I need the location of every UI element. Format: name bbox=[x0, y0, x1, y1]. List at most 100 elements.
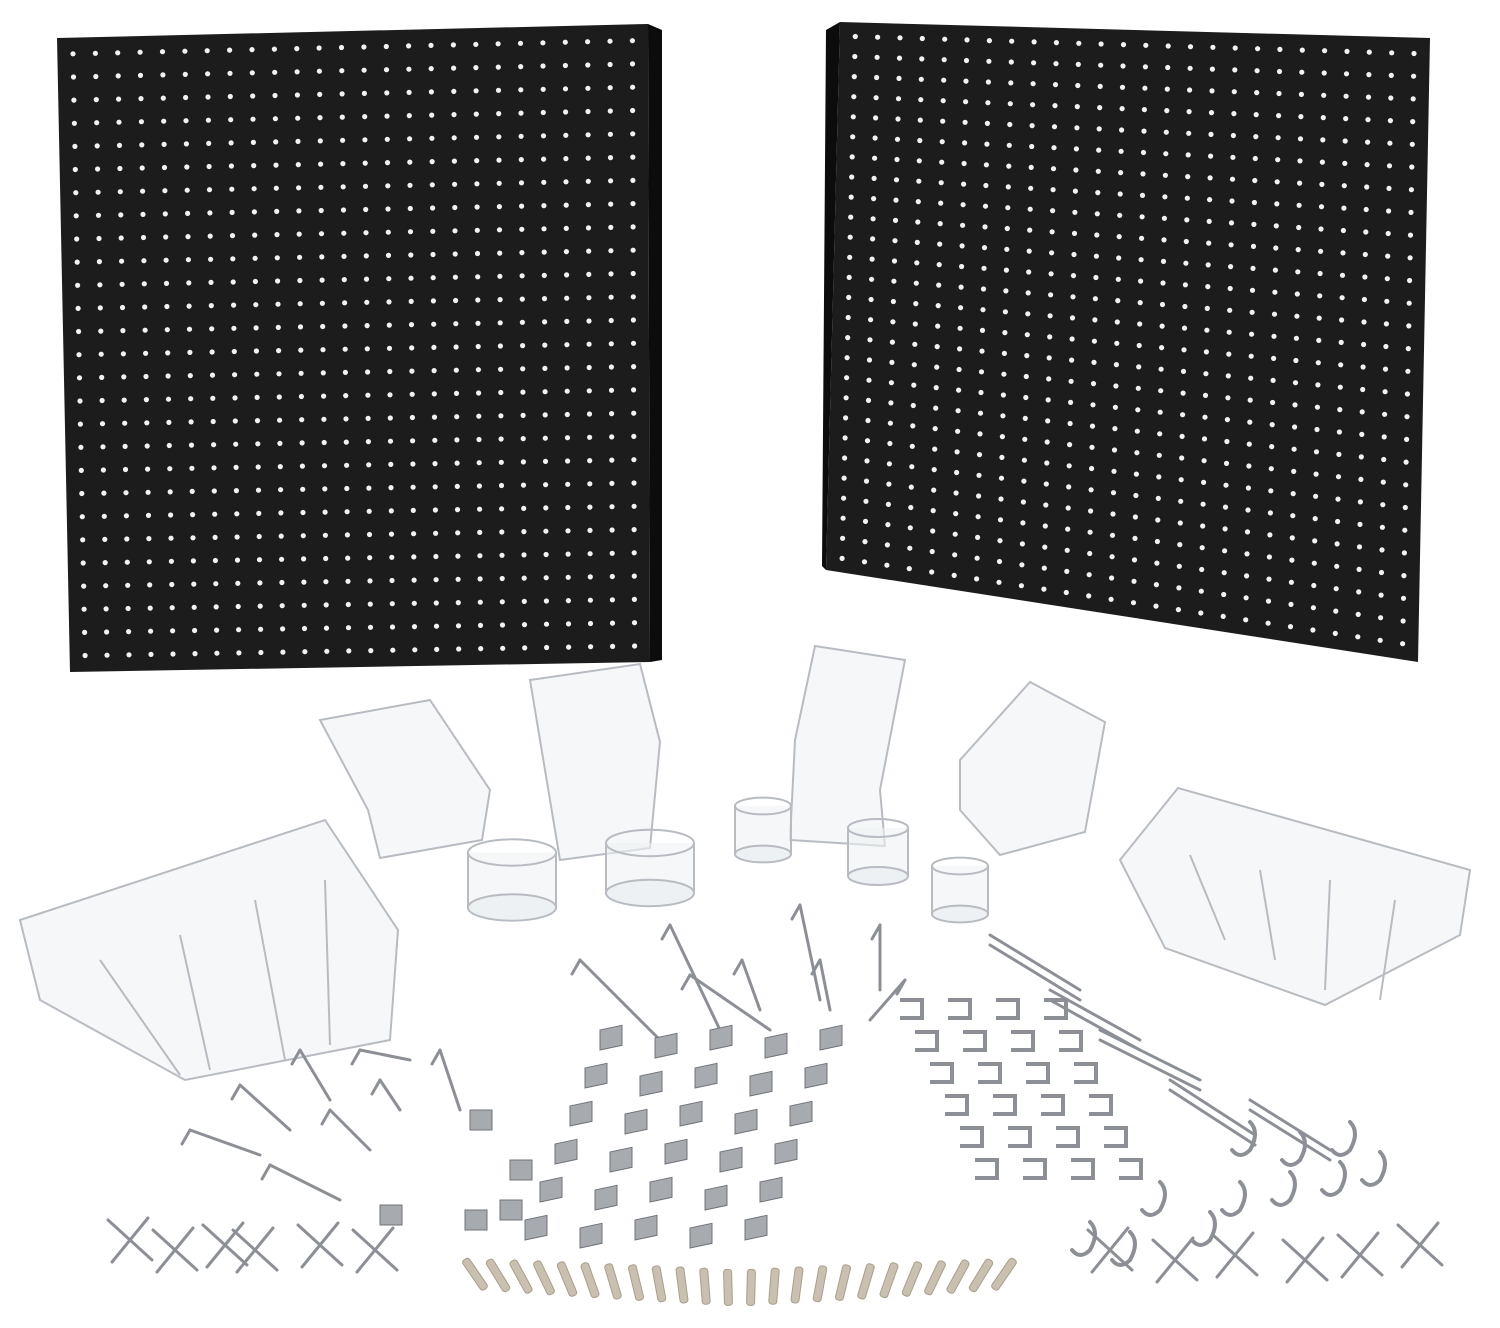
peg-hole bbox=[228, 163, 234, 169]
peg-hole bbox=[78, 444, 84, 450]
peg-hole bbox=[933, 405, 939, 411]
peg-hole bbox=[1018, 583, 1024, 589]
peg-hole bbox=[116, 142, 123, 148]
peg-hole bbox=[1271, 355, 1277, 361]
peg-hole bbox=[565, 504, 571, 511]
peg-hole bbox=[931, 467, 937, 473]
peg-hole bbox=[1246, 441, 1252, 447]
peg-hole bbox=[389, 554, 395, 560]
peg-hole bbox=[301, 625, 308, 632]
peg-hole bbox=[895, 116, 901, 122]
peg-hole bbox=[1158, 388, 1164, 394]
peg-hole bbox=[1401, 573, 1407, 579]
pegboard-face bbox=[57, 24, 650, 672]
peg-hole bbox=[981, 245, 988, 251]
peg-hole bbox=[844, 355, 850, 361]
double-hook bbox=[1098, 1028, 1202, 1092]
peg-hole bbox=[1028, 185, 1034, 191]
peg-hole bbox=[365, 369, 371, 375]
peg-hole bbox=[1065, 526, 1071, 532]
peg-hole bbox=[867, 337, 873, 343]
cup-base bbox=[734, 844, 792, 864]
peg-hole bbox=[1026, 248, 1032, 254]
peg-hole bbox=[1343, 71, 1350, 77]
peg-hole bbox=[540, 40, 546, 46]
peg-hole bbox=[319, 277, 325, 283]
peg-hole bbox=[497, 273, 503, 279]
peg-hole bbox=[890, 319, 896, 325]
peg-hole bbox=[1388, 95, 1394, 101]
peg-hole bbox=[587, 620, 594, 627]
peg-hole bbox=[1050, 208, 1056, 214]
hook-arm bbox=[868, 978, 907, 1022]
peg-hole bbox=[81, 606, 87, 612]
wall-anchor bbox=[946, 1259, 970, 1294]
peg-hole bbox=[629, 61, 636, 67]
peg-hole bbox=[280, 649, 286, 655]
peg-hole bbox=[609, 620, 616, 626]
loop-clip bbox=[1119, 1158, 1143, 1180]
peg-hook bbox=[320, 1108, 372, 1152]
j-hook bbox=[1320, 1160, 1347, 1197]
peg-hole bbox=[345, 555, 351, 561]
cup-base bbox=[847, 866, 909, 886]
double-hook bbox=[1248, 1098, 1332, 1162]
peg-hole bbox=[1065, 505, 1071, 511]
peg-hole bbox=[1180, 368, 1187, 374]
peg-hole bbox=[982, 203, 989, 209]
peg-hole bbox=[185, 210, 191, 216]
peg-hole bbox=[433, 600, 439, 606]
peg-hole bbox=[1356, 544, 1363, 550]
peg-hole bbox=[631, 527, 637, 533]
peg-hole bbox=[935, 303, 941, 309]
peg-hole bbox=[1385, 253, 1391, 259]
peg-hole bbox=[300, 533, 306, 539]
peg-hole bbox=[104, 629, 110, 635]
peg-hole bbox=[1131, 557, 1138, 563]
peg-hole bbox=[279, 579, 285, 586]
peg-hole bbox=[1298, 114, 1304, 120]
peg-hole bbox=[1344, 48, 1350, 55]
peg-hole bbox=[147, 605, 153, 611]
peg-hole bbox=[1276, 68, 1283, 75]
peg-hole bbox=[298, 370, 304, 376]
peg-hole bbox=[117, 189, 123, 195]
peg-hole bbox=[1244, 529, 1251, 535]
peg-hole bbox=[887, 440, 893, 447]
peg-hole bbox=[432, 461, 438, 467]
peg-hole bbox=[364, 323, 370, 329]
hook-arm bbox=[268, 1163, 342, 1202]
peg-hole bbox=[1314, 404, 1320, 410]
loop-clip bbox=[930, 1062, 954, 1084]
peg-hole bbox=[1178, 477, 1184, 483]
hook-arm bbox=[1098, 1038, 1202, 1092]
peg-hole bbox=[1161, 215, 1167, 221]
peg-hole bbox=[960, 222, 966, 228]
peg-hole bbox=[408, 275, 414, 281]
peg-hole bbox=[585, 108, 591, 115]
wall-anchor bbox=[991, 1257, 1017, 1291]
peg-hole bbox=[1292, 402, 1298, 408]
peg-hole bbox=[274, 232, 280, 238]
peg-hole bbox=[363, 253, 369, 259]
peg-hole bbox=[1049, 229, 1055, 235]
peg-hole bbox=[97, 282, 103, 288]
peg-hole bbox=[227, 93, 233, 100]
peg-hole bbox=[432, 484, 438, 490]
peg-hole bbox=[499, 599, 505, 605]
peg-hole bbox=[918, 97, 924, 103]
peg-hole bbox=[72, 166, 78, 173]
peg-hole bbox=[388, 461, 394, 467]
peg-hole bbox=[1275, 157, 1281, 163]
peg-hole bbox=[919, 56, 925, 62]
peg-hole bbox=[408, 322, 415, 328]
peg-hole bbox=[1244, 573, 1250, 579]
peg-hole bbox=[1333, 608, 1339, 614]
clip bbox=[734, 1108, 758, 1135]
peg-hole bbox=[913, 280, 919, 286]
peg-hole bbox=[1271, 311, 1278, 317]
peg-hole bbox=[1406, 300, 1412, 306]
peg-hole bbox=[978, 389, 984, 396]
peg-hole bbox=[1402, 527, 1408, 533]
peg-hole bbox=[254, 418, 261, 424]
